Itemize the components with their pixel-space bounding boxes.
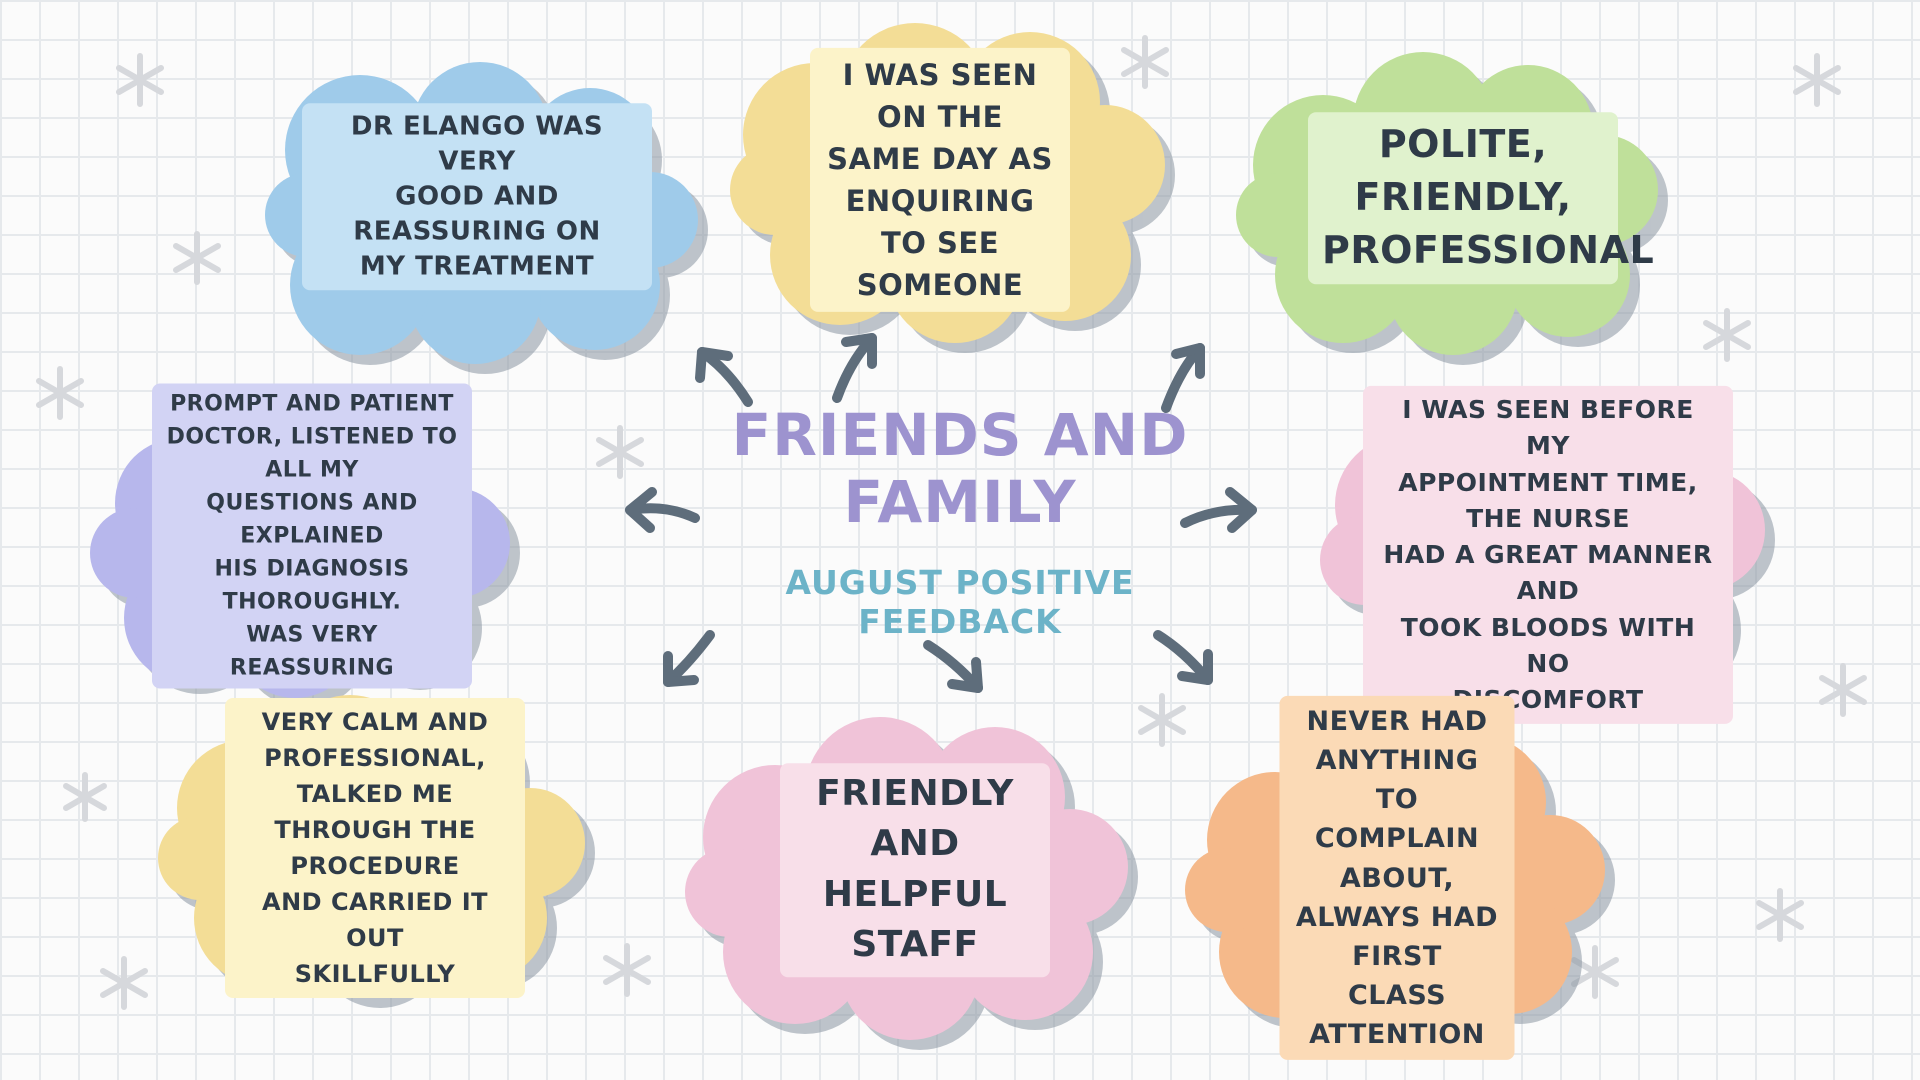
- star-icon: [1793, 53, 1841, 107]
- star-icon: [36, 366, 84, 420]
- star-icon: [1138, 693, 1186, 747]
- arrow-up-left-icon: [695, 347, 753, 407]
- arrow-down-right-icon: [923, 640, 983, 693]
- arrow-right-icon: [1180, 487, 1257, 533]
- page-title: FRIENDS AND FAMILY: [700, 402, 1220, 535]
- feedback-text: POLITE, FRIENDLY,PROFESSIONAL: [1308, 112, 1654, 284]
- star-icon: [116, 53, 164, 107]
- star-icon: [596, 425, 644, 479]
- star-icon: [1121, 35, 1169, 89]
- star-icon: [1819, 663, 1867, 717]
- star-icon: [603, 943, 651, 997]
- star-icon: [173, 231, 221, 285]
- title-line-1: FRIENDS AND: [731, 401, 1189, 469]
- arrow-down-right-icon: [1153, 630, 1213, 685]
- title-line-2: FAMILY: [843, 467, 1077, 536]
- arrow-up-right-icon: [1161, 343, 1205, 413]
- star-icon: [63, 772, 107, 822]
- page-subtitle: AUGUST POSITIVE FEEDBACK: [785, 563, 1135, 641]
- arrow-left-icon: [625, 487, 700, 533]
- arrow-down-left-icon: [663, 630, 715, 687]
- feedback-cloud-green: POLITE, FRIENDLY,PROFESSIONAL: [1233, 50, 1673, 365]
- arrow-up-right-icon: [832, 333, 877, 403]
- star-icon: [100, 956, 148, 1010]
- star-icon: [1703, 308, 1751, 362]
- star-icon: [1756, 888, 1804, 942]
